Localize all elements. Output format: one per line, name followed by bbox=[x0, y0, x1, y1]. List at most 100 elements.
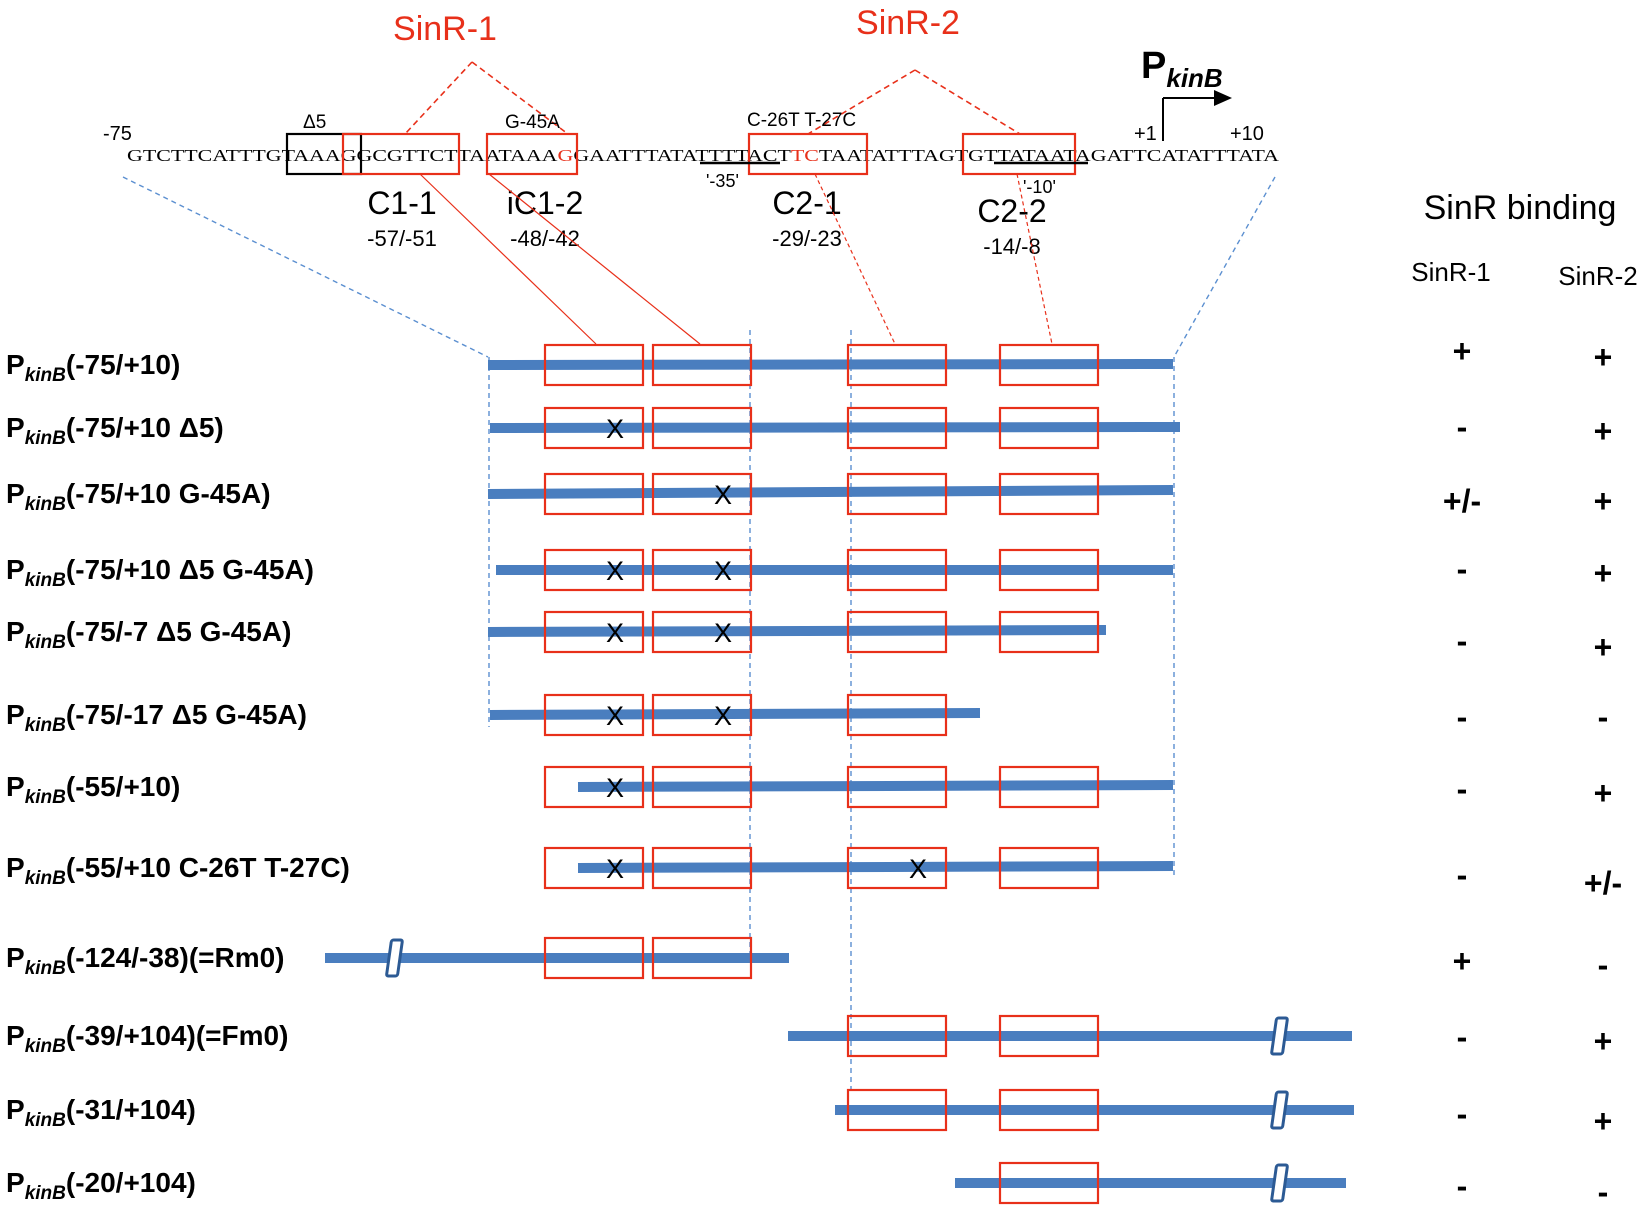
box-range-c2-2: -14/-8 bbox=[983, 234, 1040, 259]
binding-result-sinr2: - bbox=[1598, 1174, 1609, 1210]
construct-row: PkinB(-20/+104)-- bbox=[6, 1161, 1609, 1210]
promoter-sub: kinB bbox=[1166, 63, 1222, 93]
binding-result-sinr2: + bbox=[1594, 339, 1613, 375]
binding-result-sinr1: - bbox=[1457, 771, 1468, 807]
binding-result-sinr2: + bbox=[1594, 483, 1613, 519]
dna-fragment-bar bbox=[577, 861, 1174, 873]
binding-result-sinr2: +/- bbox=[1584, 865, 1622, 901]
construct-label-sub: kinB bbox=[25, 715, 66, 736]
construct-label: PkinB(-55/+10) bbox=[6, 771, 180, 808]
binding-result-sinr2: + bbox=[1594, 413, 1613, 449]
vector-junction-icon bbox=[1270, 1090, 1289, 1130]
mutation-mark: X bbox=[606, 618, 624, 648]
construct-label-desc: (-31/+104) bbox=[66, 1094, 196, 1125]
box-range-c1-1: -57/-51 bbox=[367, 226, 437, 251]
sinr-box bbox=[543, 936, 645, 980]
sinr2-title: SinR-2 bbox=[856, 4, 960, 42]
dna-fragment-bar bbox=[489, 708, 981, 720]
sinr-box bbox=[846, 610, 948, 654]
sinr-box bbox=[543, 846, 645, 890]
mutation-mark: X bbox=[606, 854, 624, 884]
sinr-box bbox=[651, 693, 753, 737]
construct-label-sub: kinB bbox=[25, 428, 66, 449]
binding-result-sinr2: - bbox=[1598, 947, 1609, 983]
tss-arrow-icon bbox=[1162, 90, 1232, 141]
binding-col-sinr2: SinR-2 bbox=[1558, 261, 1637, 291]
construct-row: PkinB(-75/+10 Δ5)X-+ bbox=[6, 406, 1613, 450]
construct-label-sub: kinB bbox=[25, 1036, 66, 1057]
vector-junction-icon bbox=[385, 938, 404, 978]
vector-junction-icon bbox=[1270, 1016, 1289, 1056]
position-plus1: +1 bbox=[1134, 123, 1157, 145]
construct-row: PkinB(-39/+104)(=Fm0)-+ bbox=[6, 1014, 1612, 1059]
construct-label-sub: kinB bbox=[25, 958, 66, 979]
construct-label-desc: (-55/+10) bbox=[66, 771, 180, 802]
binding-result-sinr1: + bbox=[1453, 943, 1472, 979]
construct-label-desc: (-55/+10 C-26T T-27C) bbox=[66, 852, 350, 883]
sinr-box bbox=[846, 693, 948, 737]
sinr-box bbox=[651, 343, 753, 387]
position-start: -75 bbox=[103, 123, 132, 145]
construct-label-sub: kinB bbox=[25, 570, 66, 591]
box-connector-lines bbox=[419, 173, 1053, 345]
sinr-box bbox=[998, 610, 1100, 654]
sinr-box bbox=[846, 472, 948, 516]
construct-row: PkinB(-55/+10)X-+ bbox=[6, 765, 1612, 811]
construct-label-p: P bbox=[6, 852, 25, 883]
vector-junction-icon bbox=[1270, 1163, 1289, 1203]
mutation-mark: X bbox=[714, 701, 732, 731]
construct-label-p: P bbox=[6, 1167, 25, 1198]
sinr-box bbox=[846, 406, 948, 450]
construct-label-desc: (-75/-17 Δ5 G-45A) bbox=[66, 699, 307, 730]
sinr-box bbox=[998, 472, 1100, 516]
dna-fragment-bar bbox=[487, 625, 1107, 637]
sinr-box bbox=[651, 548, 753, 592]
sinr-box bbox=[543, 765, 645, 809]
construct-label-desc: (-75/+10 Δ5) bbox=[66, 412, 224, 443]
sinr-box bbox=[846, 846, 948, 890]
mutation-mark: X bbox=[714, 618, 732, 648]
mutation-mark: X bbox=[714, 556, 732, 586]
sinr-box bbox=[998, 1088, 1100, 1132]
construct-label-p: P bbox=[6, 616, 25, 647]
binding-result-sinr1: - bbox=[1457, 551, 1468, 587]
binding-result-sinr2: + bbox=[1594, 629, 1613, 665]
box-name-c2-2: C2-2 bbox=[977, 193, 1046, 229]
binding-result-sinr1: + bbox=[1453, 333, 1472, 369]
sinr-box bbox=[543, 610, 645, 654]
mutation-mark: X bbox=[606, 701, 624, 731]
binding-result-sinr2: + bbox=[1594, 555, 1613, 591]
construct-label-sub: kinB bbox=[25, 787, 66, 808]
construct-rows: PkinB(-75/+10)++PkinB(-75/+10 Δ5)X-+Pkin… bbox=[6, 333, 1622, 1210]
construct-label-desc: (-75/+10 G-45A) bbox=[66, 478, 271, 509]
box-name-c2-1: C2-1 bbox=[772, 185, 841, 221]
construct-label-sub: kinB bbox=[25, 1110, 66, 1131]
construct-label-sub: kinB bbox=[25, 365, 66, 386]
position-plus10: +10 bbox=[1230, 123, 1264, 145]
construct-label: PkinB(-55/+10 C-26T T-27C) bbox=[6, 852, 350, 889]
delta5-label: Δ5 bbox=[303, 112, 326, 133]
box-name-c1-1: C1-1 bbox=[367, 185, 436, 221]
seq-box-c2-2 bbox=[961, 132, 1077, 176]
construct-label: PkinB(-20/+104) bbox=[6, 1167, 196, 1204]
construct-label: PkinB(-75/+10 Δ5) bbox=[6, 412, 224, 449]
construct-label-p: P bbox=[6, 1094, 25, 1125]
mutation-mark: X bbox=[909, 854, 927, 884]
binding-result-sinr2: + bbox=[1594, 1103, 1613, 1139]
sinr-box bbox=[543, 406, 645, 450]
construct-label-desc: (-75/+10) bbox=[66, 349, 180, 380]
binding-result-sinr1: +/- bbox=[1443, 483, 1481, 519]
delta5-box bbox=[285, 132, 363, 176]
sinr-box bbox=[846, 343, 948, 387]
construct-label: PkinB(-75/+10 G-45A) bbox=[6, 478, 271, 515]
dna-fragment-bar bbox=[487, 485, 1174, 499]
minus10-label: '-10' bbox=[1023, 177, 1056, 197]
seq-box-c1-1 bbox=[341, 132, 461, 176]
binding-result-sinr1: - bbox=[1457, 699, 1468, 735]
construct-label-desc: (-75/+10 Δ5 G-45A) bbox=[66, 554, 314, 585]
sinr-box bbox=[998, 1014, 1100, 1058]
dna-fragment-bar bbox=[489, 422, 1181, 433]
construct-label-desc: (-75/-7 Δ5 G-45A) bbox=[66, 616, 292, 647]
promoter-p: P bbox=[1141, 45, 1166, 87]
